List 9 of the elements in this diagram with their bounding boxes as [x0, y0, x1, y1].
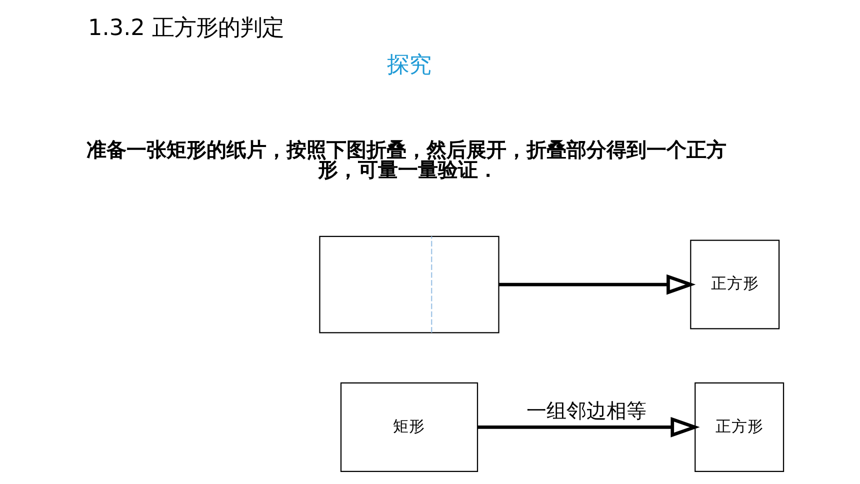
- diagram-title: 1.3.2 正方形的判定: [88, 14, 284, 41]
- node-box: 矩形: [340, 382, 478, 472]
- edge-label: 一组邻边相等: [526, 398, 646, 423]
- arrow: [498, 274, 696, 295]
- node-box: 正方形: [690, 240, 780, 330]
- label: 准备一张矩形的纸片，按照下图折叠，然后展开，折叠部分得到一个正方形，可量一量验证．: [86, 137, 726, 182]
- node-box: 正方形: [694, 382, 784, 472]
- arrow: [477, 416, 700, 438]
- label: 探究: [386, 52, 431, 78]
